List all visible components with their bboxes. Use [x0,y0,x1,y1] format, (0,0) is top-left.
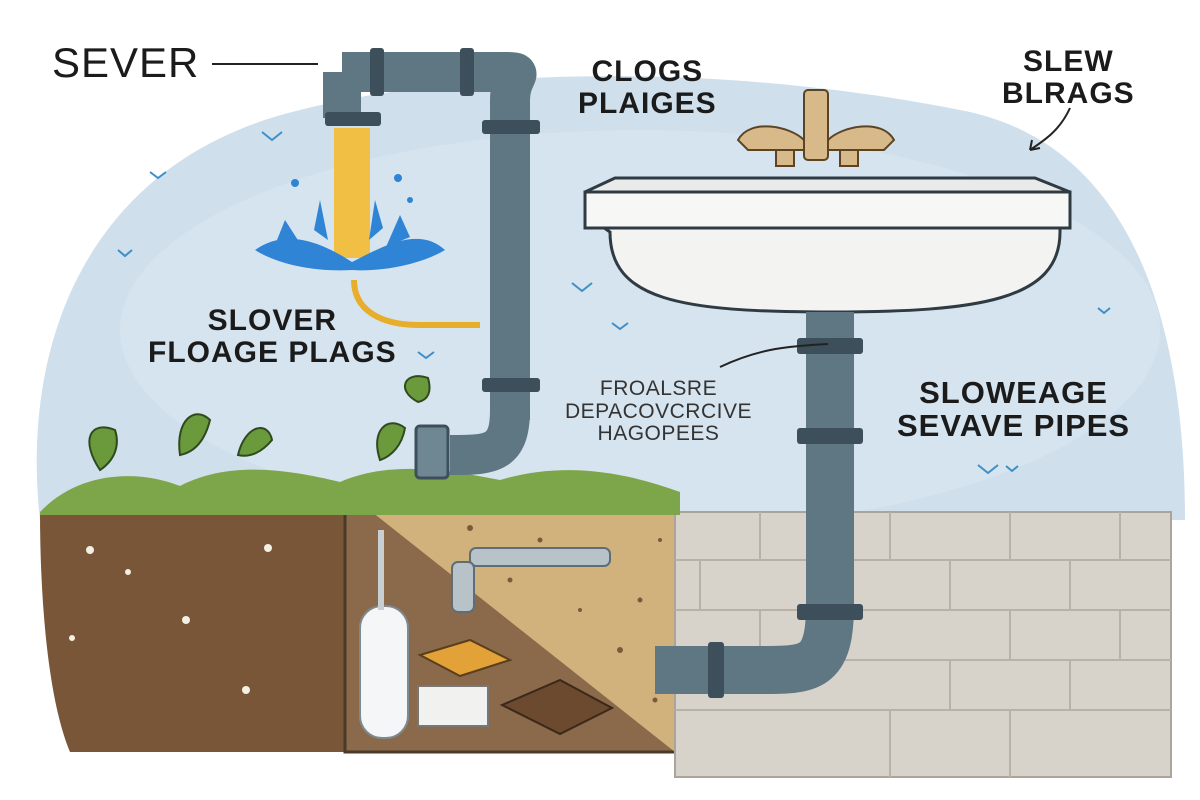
label-froalsre-line2: DEPACOVCRCIVE [565,399,752,423]
label-clogs-line2: PLAIGES [578,87,717,121]
water-overflow-line [351,279,480,328]
water-stream [334,128,370,258]
label-sloweage-line1: SLOWEAGE [919,375,1108,410]
label-froalsre: FROALSRE DEPACOVCRCIVE HAGOPEES [565,377,752,446]
label-clogs-plaiges: CLOGS PLAIGES [578,55,717,121]
label-clogs-line1: CLOGS [591,55,704,88]
label-slover-line2: FLOAGE PLAGS [148,336,397,370]
label-sever: SEVER [52,39,200,86]
left-drain-pipe [323,48,540,480]
splash-icon [255,174,445,271]
brick-wall [674,511,1172,778]
label-sloweage-sevave: SLOWEAGE SEVAVE PIPES [897,376,1130,443]
label-slew-blrags: SLEW BLRAGS [1002,45,1135,111]
label-froalsre-line1: FROALSRE [599,377,718,400]
callout-lines [212,63,1071,368]
leaf-plants [88,375,431,472]
label-froalsre-line3: HAGOPEES [597,422,720,446]
grass-strip [40,468,680,515]
sand-wedge [372,512,675,752]
label-slover-floage: SLOVER FLOAGE PLAGS [148,304,397,370]
label-slover-line1: SLOVER [207,304,338,337]
sink-basin [583,176,1072,314]
faucet-icon [736,89,896,167]
test-tube [359,605,409,739]
label-sloweage-line2: SEVAVE PIPES [897,408,1131,444]
soil-layer [40,512,345,752]
clog-debris [417,638,615,736]
underground-fitting [451,547,611,613]
right-drain-pipe [655,312,863,698]
label-slew-line1: SLEW [1023,45,1114,78]
soil-flowers [69,544,272,694]
bird-icons [117,131,1111,475]
label-slew-line2: BLRAGS [1002,77,1135,111]
